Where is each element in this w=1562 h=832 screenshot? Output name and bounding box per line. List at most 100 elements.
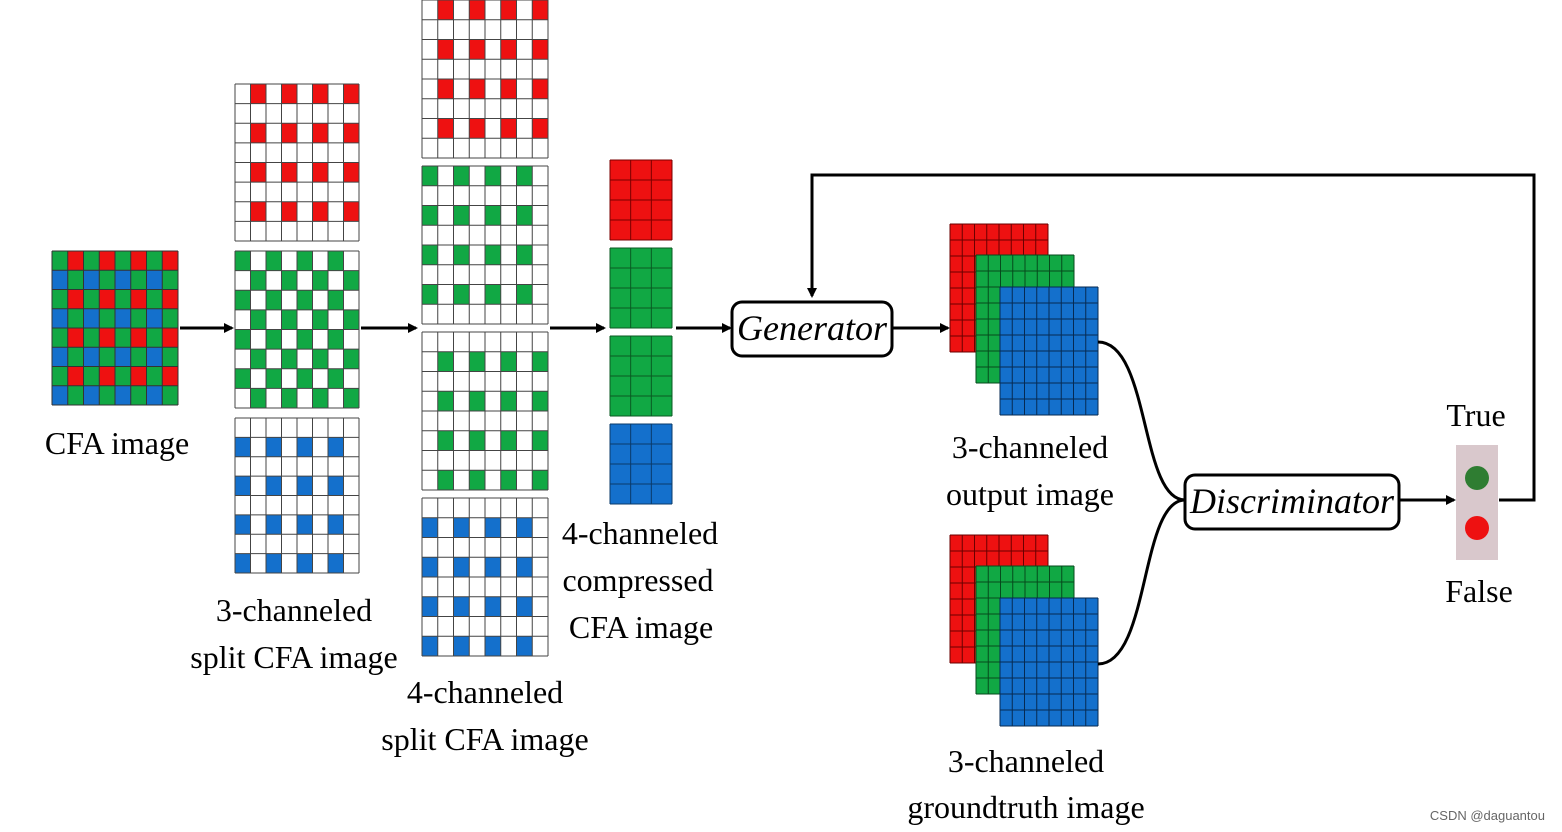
grid-cell [99, 270, 115, 290]
grid-cell [950, 240, 963, 256]
grid-cell [312, 514, 328, 535]
grid-cell [235, 201, 251, 222]
grid-cell [67, 289, 84, 309]
grid-cell [630, 308, 652, 328]
grid-cell [651, 220, 672, 240]
grid-cell [1085, 287, 1098, 303]
grid-cell [312, 270, 328, 291]
grid-cell [962, 567, 975, 583]
grid-cell [1036, 614, 1049, 630]
grid-cell [328, 142, 344, 163]
grid-cell [437, 166, 454, 186]
grid-cell [115, 251, 131, 271]
grid-cell [266, 476, 282, 496]
grid-cell [328, 388, 344, 408]
grid-cell [343, 103, 359, 124]
grid-cell [1061, 367, 1074, 383]
grid-cell [266, 290, 282, 310]
grid-cell [297, 201, 313, 222]
grid-cell [281, 84, 297, 104]
grid-cell [297, 456, 313, 477]
grid-cell [266, 309, 282, 330]
grid-cell [532, 138, 548, 158]
grid-cell [422, 596, 438, 617]
grid-cell [437, 616, 454, 637]
grid-cell [516, 430, 533, 451]
grid-cell [328, 123, 344, 143]
grid-cell [52, 308, 68, 328]
grid-cell [988, 351, 1001, 367]
grid-cell [988, 582, 1001, 598]
grid-cell [297, 368, 313, 389]
grid-cell [485, 517, 501, 538]
grid-cell [235, 553, 251, 573]
grid-cell [343, 388, 359, 408]
grid-cell [266, 270, 282, 291]
grid-cell [453, 98, 470, 119]
grid-cell [281, 290, 297, 310]
grid-cell [1000, 582, 1013, 598]
grid-cell [1049, 694, 1062, 710]
grid-cell [469, 351, 485, 372]
grid-cell [485, 304, 501, 324]
grid-cell [630, 464, 652, 484]
grid-cell [1036, 678, 1049, 694]
grid-cell [312, 182, 328, 202]
grid-cell [328, 553, 344, 573]
grid-cell [250, 553, 266, 573]
grid-cell [950, 272, 963, 288]
grid-cell [516, 284, 533, 305]
grid-cell [516, 450, 533, 471]
grid-cell [469, 39, 485, 60]
grid-cell [453, 138, 470, 158]
grid-cell [328, 349, 344, 369]
grid-cell [328, 534, 344, 554]
grid-cell [250, 290, 266, 310]
grid-cell [453, 0, 470, 20]
grid-cell [532, 517, 548, 538]
grid-cell [266, 514, 282, 535]
grid-cell [453, 205, 470, 226]
grid-cell [1049, 319, 1062, 335]
grid-cell [1012, 303, 1025, 319]
grid-cell [962, 615, 975, 631]
grid-cell [988, 678, 1001, 694]
grid-cell [1023, 240, 1036, 256]
grid-cell [469, 138, 485, 158]
grid-cell [99, 308, 115, 328]
grid-cell [235, 456, 251, 477]
grid-cell [469, 185, 485, 206]
grid-cell [1085, 598, 1098, 614]
grid-cell [328, 182, 344, 202]
grid-cell [312, 349, 328, 369]
grid-cell [281, 388, 297, 408]
grid-cell [1061, 319, 1074, 335]
grid-cell [115, 270, 131, 290]
grid-cell [988, 630, 1001, 646]
grid-cell [437, 371, 454, 392]
grid-cell [485, 450, 501, 471]
grid-cell [485, 636, 501, 656]
grid-cell [962, 583, 975, 599]
grid-cell [343, 329, 359, 350]
grid-cell [99, 251, 115, 271]
grid-cell [1049, 271, 1062, 287]
grid-cell [250, 349, 266, 369]
grid-cell [266, 103, 282, 124]
grid-cell [500, 118, 517, 139]
grid-cell [1012, 271, 1025, 287]
cfa-image-grid [51, 250, 179, 406]
feedback-arrow [807, 173, 1536, 502]
grid-cell [950, 224, 963, 240]
grid-cell [312, 162, 328, 183]
grid-cell [328, 221, 344, 241]
grid-cell [500, 185, 517, 206]
grid-cell [422, 0, 438, 20]
grid-cell [532, 577, 548, 597]
grid-cell [532, 537, 548, 558]
grid-cell [297, 388, 313, 408]
arrows [180, 173, 1536, 666]
grid-cell [651, 396, 672, 416]
grid-cell [500, 577, 517, 597]
grid-cell [328, 290, 344, 310]
